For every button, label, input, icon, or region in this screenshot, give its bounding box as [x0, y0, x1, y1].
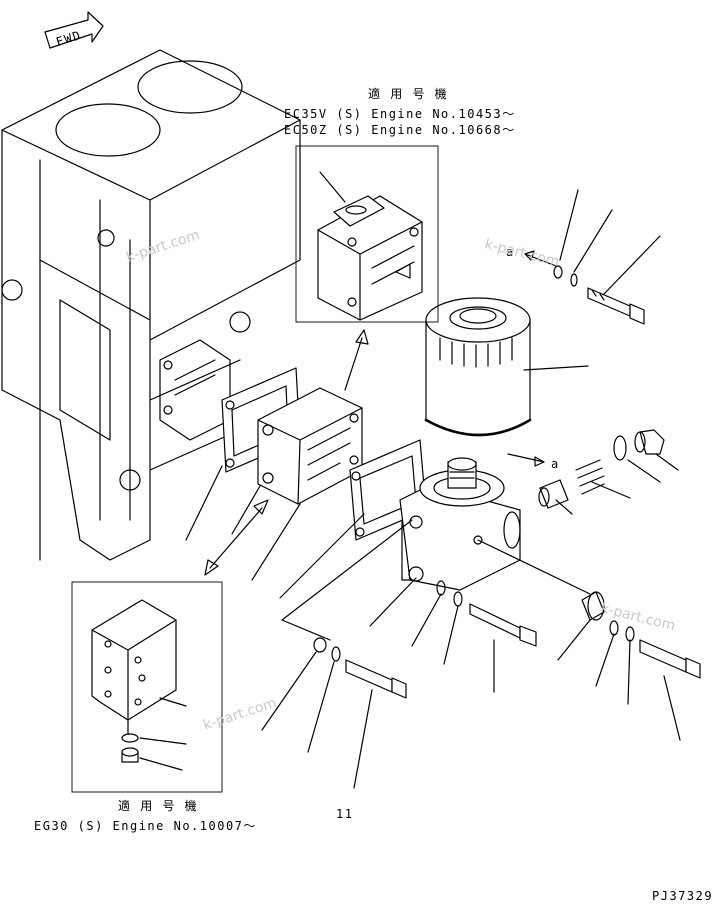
watermark-1: k-part.com [124, 227, 201, 266]
fwd-direction-arrow: FWD [44, 11, 104, 49]
inset-bottom-line: EG30 (S) Engine No.10007〜 [34, 819, 257, 833]
reference-arrow-lower: a [507, 453, 560, 471]
lower-left-bolt-set [313, 637, 407, 699]
relief-valve-parts [538, 429, 665, 509]
watermark-4: k-part.com [599, 600, 677, 634]
double-arrow-lower [204, 499, 269, 576]
part-number-label: 11 [336, 807, 353, 821]
middle-bolt-set [436, 580, 537, 647]
inset-top [295, 145, 439, 323]
oil-filter-cartridge [424, 297, 532, 437]
ref-letter-a-lower: a [551, 457, 560, 471]
drawing-code: PJ37329 [652, 889, 713, 903]
inset-top-heading: 適 用 号 機 [368, 86, 448, 101]
arrow-up-to-inset [344, 329, 369, 391]
watermark-3: k-part.com [201, 695, 278, 734]
inset-bottom [71, 581, 223, 793]
upper-bolt-set [553, 265, 645, 325]
watermark-2: k-part.com [483, 236, 561, 270]
reference-arrow-upper: a [506, 245, 557, 267]
inset-bottom-heading: 適 用 号 機 [118, 798, 198, 813]
engine-block [1, 49, 301, 561]
oil-filter-bracket [399, 457, 521, 591]
inset-top-line-1: EC35V (S) Engine No.10453〜 [284, 107, 516, 121]
ref-letter-a-upper: a [506, 245, 515, 259]
inset-top-line-2: EC50Z (S) Engine No.10668〜 [284, 123, 516, 137]
right-bolt-set [581, 591, 701, 679]
leader-lines [185, 189, 681, 789]
